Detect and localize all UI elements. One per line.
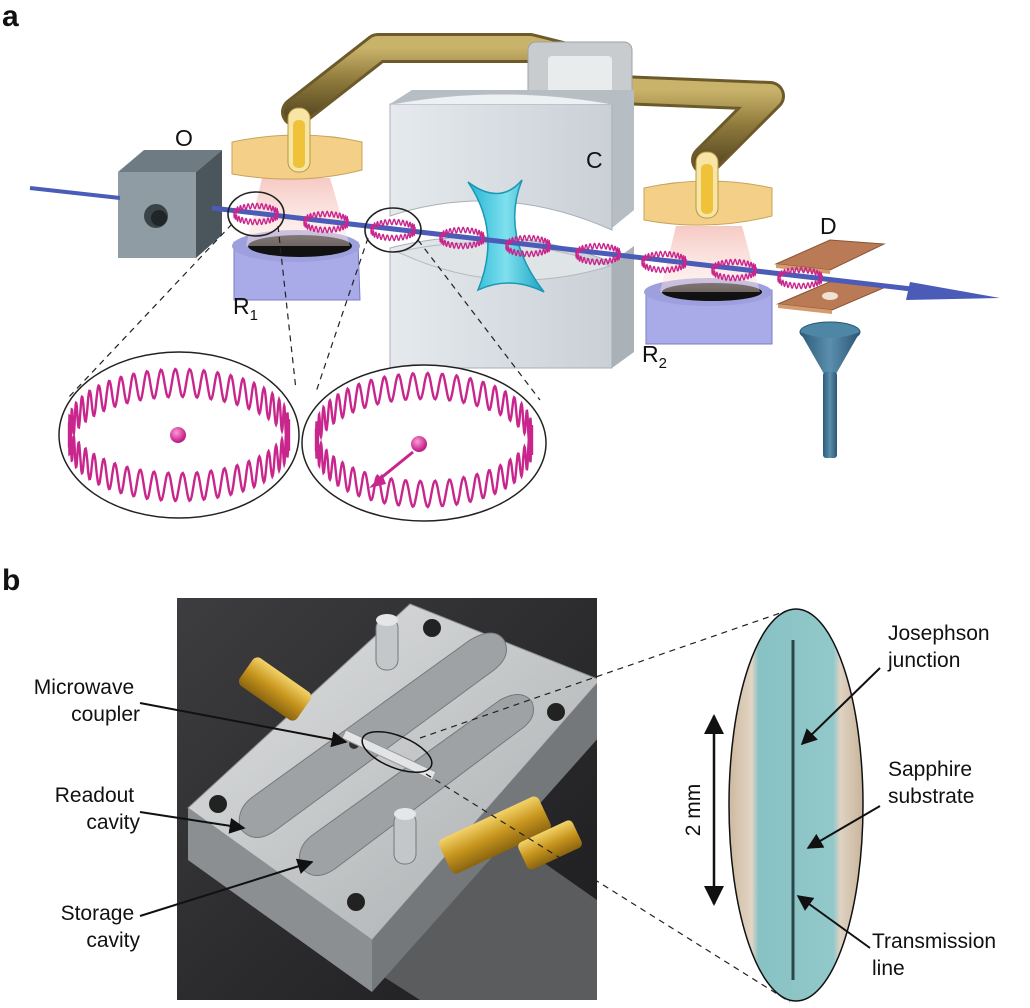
sapphire-substrate-label: Sapphire substrate [888,758,978,808]
chip-highlight [361,730,433,774]
scale-bar-label: 2 mm [682,784,705,837]
atom-ring [505,234,551,258]
oven-label: O [175,125,193,151]
sma-connector-icon [238,657,582,874]
detector-label: D [820,213,837,239]
microwave-coupler-label: Microwave coupler [34,676,140,726]
zoom-guides [67,191,541,401]
atom-ring [711,258,757,282]
panel-b-letter: b [2,564,20,597]
atom-ring [233,202,279,226]
atom-ring [575,242,621,266]
ramsey-zone-2 [643,151,773,345]
zoom-guides-b [419,610,791,1003]
oven-icon [118,150,222,258]
large-atom-ring [67,367,291,503]
ramsey-zone-1-label: R1 [233,293,258,324]
storage-cavity-label: Storage cavity [61,902,141,952]
large-atom-ring [314,371,534,509]
inset-ring-state-2 [301,364,547,522]
transmission-line-label: Transmission line [872,930,1002,980]
inset-ring-state-1 [58,351,300,519]
atomic-beam [29,186,1000,300]
atom-rings [233,202,823,290]
atom-ring [641,250,687,274]
atom-ring [439,226,485,250]
josephson-junction-label: Josephson junction [887,622,995,672]
chip-zoom [728,608,864,1002]
annotation-arrows [139,667,881,949]
readout-cavity-label: Readout cavity [55,784,141,834]
atom-ring [777,266,823,290]
ramsey-zone-2-label: R2 [642,341,667,372]
device-photo [177,598,597,1000]
cavity-label: C [586,147,603,173]
cavity [389,90,634,369]
atom-ring [370,218,416,242]
atom-ring [303,210,349,234]
panel-a-letter: a [2,0,19,33]
funnel-icon [799,321,861,458]
